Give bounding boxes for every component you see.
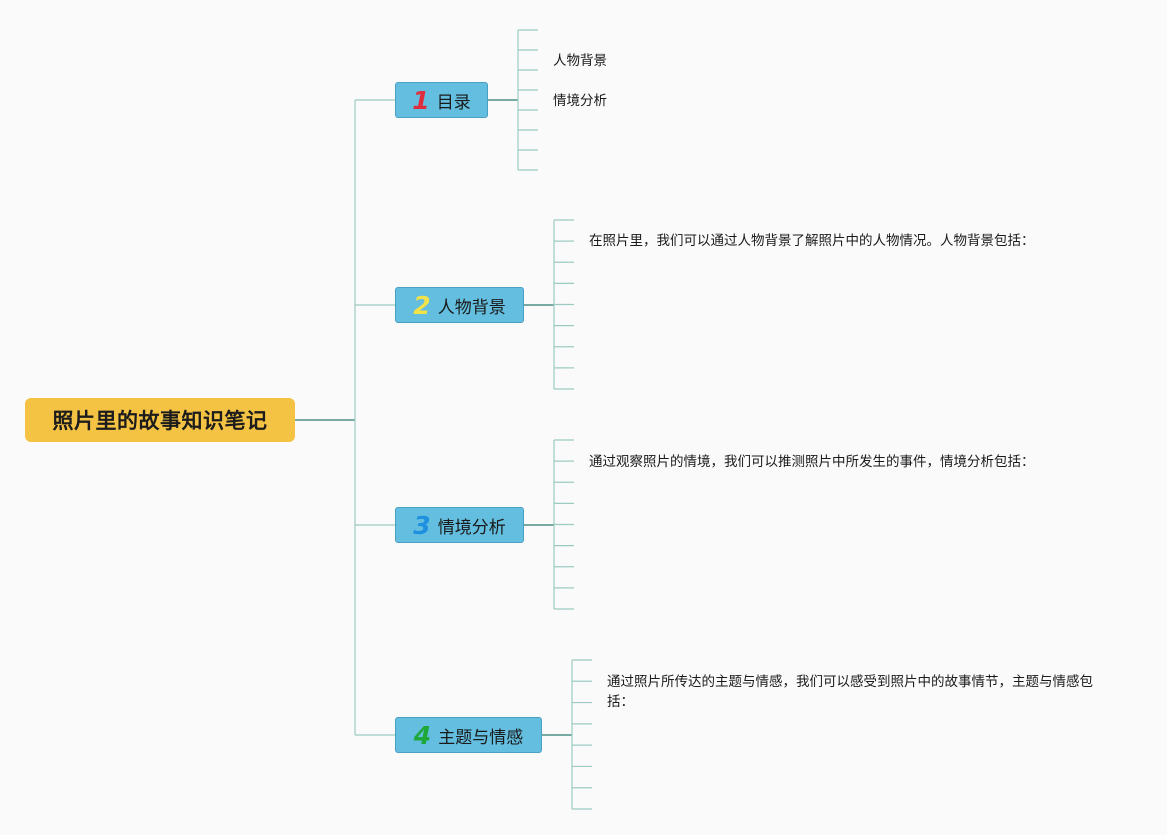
- number-3-icon: 3: [413, 510, 431, 540]
- number-4-icon: 4: [413, 720, 432, 750]
- toc-item-character-background[interactable]: 人物背景: [553, 53, 607, 69]
- topic-theme-emotion[interactable]: 4 主题与情感: [395, 717, 542, 753]
- topic-theme-emotion-label: 主题与情感: [438, 727, 524, 748]
- topic-contents-label: 目录: [436, 92, 471, 113]
- topic-character-background[interactable]: 2 人物背景: [395, 287, 524, 323]
- root-title: 照片里的故事知识笔记: [52, 409, 268, 433]
- topic-character-background-label: 人物背景: [437, 297, 506, 318]
- root-topic[interactable]: 照片里的故事知识笔记: [25, 398, 295, 442]
- number-2-icon: 2: [413, 290, 431, 320]
- topic-scene-analysis[interactable]: 3 情境分析: [395, 507, 524, 543]
- topic-scene-analysis-label: 情境分析: [437, 517, 506, 538]
- topic-contents[interactable]: 1 目录: [395, 82, 488, 118]
- note-scene-analysis[interactable]: 通过观察照片的情境，我们可以推测照片中所发生的事件，情境分析包括：: [589, 454, 1035, 470]
- toc-item-scene-analysis[interactable]: 情境分析: [553, 93, 607, 109]
- note-character-background[interactable]: 在照片里，我们可以通过人物背景了解照片中的人物情况。人物背景包括：: [589, 233, 1035, 249]
- note-theme-emotion[interactable]: 通过照片所传达的主题与情感，我们可以感受到照片中的故事情节，主题与情感包括：: [607, 674, 1093, 710]
- number-1-icon: 1: [412, 85, 430, 115]
